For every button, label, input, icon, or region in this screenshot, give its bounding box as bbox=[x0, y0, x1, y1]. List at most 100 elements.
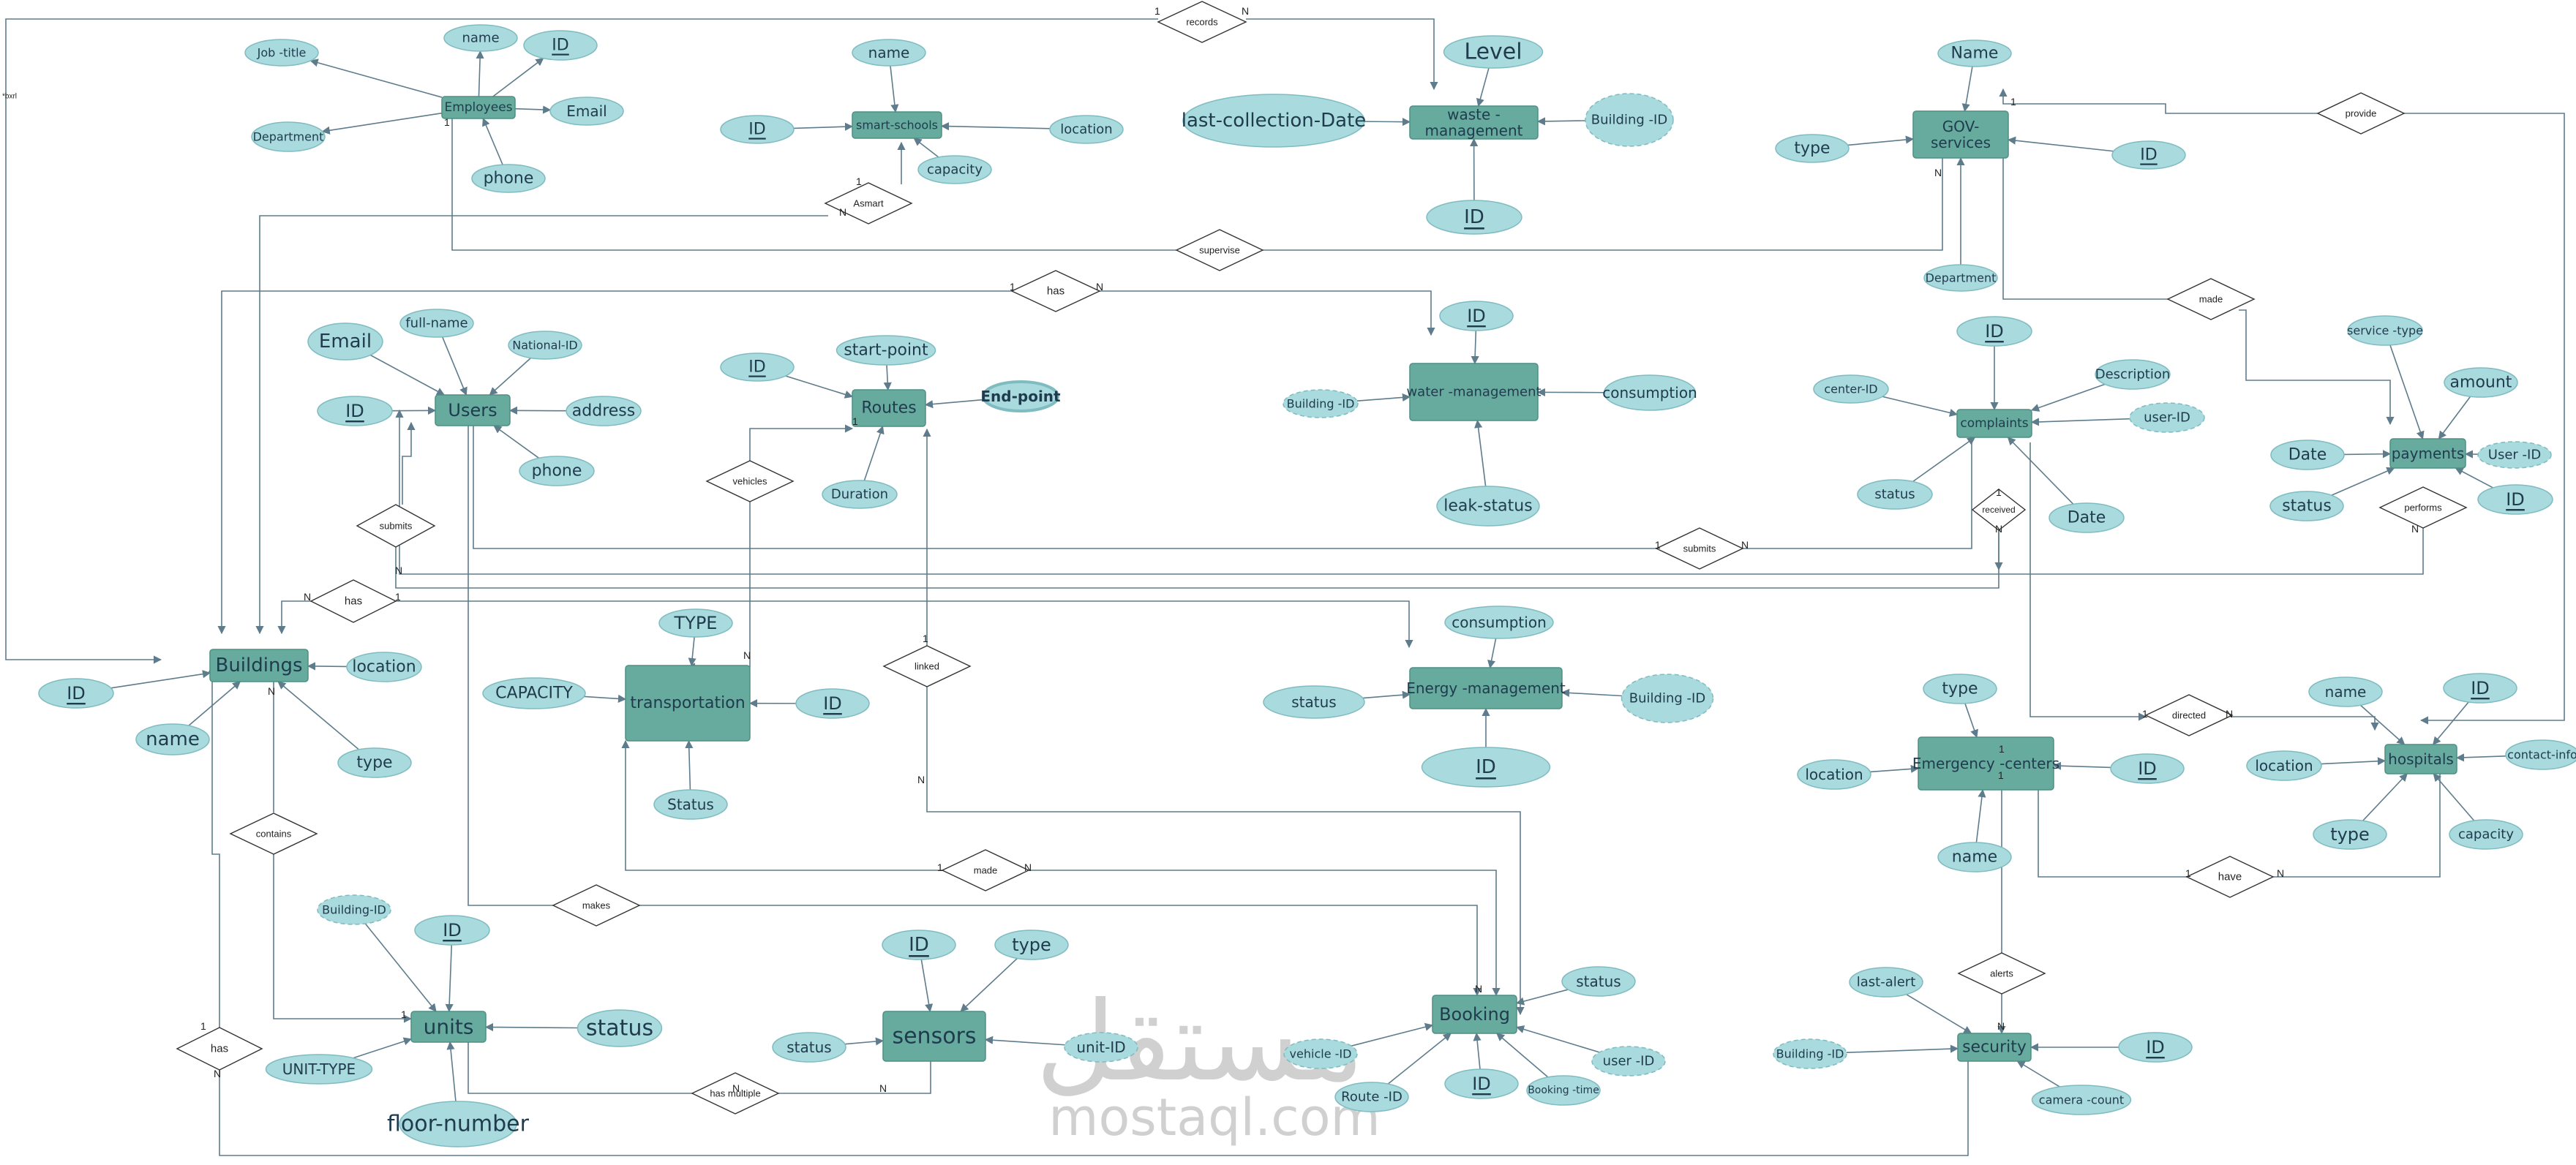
attribute-route-id[interactable]: Route -ID bbox=[1334, 1082, 1409, 1112]
attribute-id[interactable]: ID bbox=[795, 688, 870, 719]
entity-hospitals[interactable]: hospitals bbox=[2384, 744, 2457, 774]
entity-gov[interactable]: GOV-services bbox=[1912, 110, 2009, 159]
attribute-user-id[interactable]: User -ID bbox=[2477, 441, 2552, 469]
attribute-id[interactable]: ID bbox=[1956, 316, 2032, 347]
attribute-address[interactable]: address bbox=[566, 396, 642, 426]
attribute-contact-info[interactable]: contact-info bbox=[2505, 739, 2576, 770]
attribute-location[interactable]: location bbox=[2246, 750, 2322, 781]
relationship-made[interactable]: made bbox=[2166, 278, 2256, 320]
attribute-location[interactable]: location bbox=[1797, 759, 1871, 790]
attribute-id[interactable]: ID bbox=[720, 352, 795, 382]
attribute-email[interactable]: Email bbox=[307, 323, 383, 361]
attribute-status[interactable]: status bbox=[772, 1032, 846, 1063]
attribute-id[interactable]: ID bbox=[2111, 140, 2186, 170]
relationship-records[interactable]: records bbox=[1157, 1, 1247, 43]
attribute-type[interactable]: type bbox=[337, 747, 412, 778]
attribute-amount[interactable]: amount bbox=[2444, 367, 2518, 398]
attribute-booking-time[interactable]: Booking -time bbox=[1526, 1075, 1601, 1106]
relationship-made[interactable]: made bbox=[941, 849, 1030, 891]
attribute-capacity[interactable]: capacity bbox=[917, 155, 992, 184]
attribute-end-point[interactable]: End-point bbox=[980, 380, 1061, 412]
attribute-phone[interactable]: phone bbox=[519, 456, 595, 486]
attribute-capacity[interactable]: capacity bbox=[2449, 819, 2523, 850]
attribute-duration[interactable]: Duration bbox=[822, 480, 898, 509]
attribute-start-point[interactable]: start-point bbox=[835, 335, 936, 366]
relationship-submits[interactable]: submits bbox=[1655, 527, 1744, 570]
entity-energy[interactable]: Energy -management bbox=[1406, 667, 1566, 709]
attribute-date[interactable]: Date bbox=[2049, 502, 2125, 533]
entity-emergency[interactable]: Emergency -centers bbox=[1912, 736, 2059, 791]
entity-buildings[interactable]: Buildings bbox=[209, 649, 309, 682]
relationship-have[interactable]: have bbox=[2185, 856, 2275, 898]
attribute-building-id[interactable]: Building -ID bbox=[1283, 389, 1359, 418]
attribute-type[interactable]: type bbox=[1923, 674, 1997, 704]
entity-transport[interactable]: transportation bbox=[625, 665, 751, 742]
attribute-consumption[interactable]: consumption bbox=[1602, 374, 1697, 411]
relationship-has-multiple[interactable]: has multiple bbox=[691, 1072, 780, 1115]
attribute-department[interactable]: Department bbox=[1923, 264, 1998, 292]
attribute-name[interactable]: name bbox=[443, 24, 518, 52]
entity-employees[interactable]: Employees bbox=[441, 96, 516, 119]
attribute-user-id[interactable]: user -ID bbox=[1591, 1046, 1666, 1077]
attribute-id[interactable]: ID bbox=[1421, 747, 1551, 788]
attribute-capacity[interactable]: CAPACITY bbox=[482, 677, 586, 709]
attribute-location[interactable]: location bbox=[1049, 115, 1124, 144]
entity-booking[interactable]: Booking bbox=[1432, 995, 1517, 1034]
attribute-national-id[interactable]: National-ID bbox=[508, 331, 582, 360]
attribute-last-alert[interactable]: last-alert bbox=[1849, 967, 1923, 998]
attribute-floor-number[interactable]: floor-number bbox=[387, 1101, 530, 1147]
relationship-directed[interactable]: directed bbox=[2144, 694, 2234, 736]
attribute-location[interactable]: location bbox=[346, 652, 422, 682]
entity-waste[interactable]: waste -management bbox=[1409, 105, 1539, 140]
entity-payments[interactable]: payments bbox=[2389, 438, 2466, 469]
attribute-department[interactable]: Department bbox=[251, 121, 326, 152]
attribute-id[interactable]: ID bbox=[38, 678, 114, 709]
attribute-leak-status[interactable]: leak-status bbox=[1436, 486, 1540, 527]
attribute-user-id[interactable]: user-ID bbox=[2129, 402, 2205, 433]
attribute-service-type[interactable]: service -type bbox=[2347, 315, 2423, 346]
attribute-name[interactable]: name bbox=[135, 723, 210, 755]
attribute-id[interactable]: ID bbox=[882, 930, 956, 960]
entity-routes[interactable]: Routes bbox=[852, 389, 926, 427]
relationship-supervise[interactable]: supervise bbox=[1175, 229, 1264, 271]
attribute-last-collection-date[interactable]: last-collection-Date bbox=[1182, 94, 1367, 148]
attribute-description[interactable]: Description bbox=[2095, 359, 2171, 390]
attribute-unit-id[interactable]: unit-ID bbox=[1064, 1032, 1138, 1063]
relationship-provide[interactable]: provide bbox=[2316, 92, 2406, 135]
attribute-name[interactable]: Name bbox=[1937, 39, 2012, 67]
attribute-status[interactable]: status bbox=[577, 1009, 663, 1047]
attribute-name[interactable]: name bbox=[2308, 676, 2383, 707]
attribute-id[interactable]: ID bbox=[414, 915, 490, 946]
attribute-consumption[interactable]: consumption bbox=[1444, 606, 1554, 639]
attribute-full-name[interactable]: full-name bbox=[399, 309, 474, 338]
attribute-level[interactable]: Level bbox=[1443, 35, 1544, 69]
attribute-status[interactable]: status bbox=[2269, 491, 2344, 521]
relationship-linked[interactable]: linked bbox=[882, 645, 972, 687]
attribute-id[interactable]: ID bbox=[2118, 1032, 2193, 1063]
attribute-center-id[interactable]: center-ID bbox=[1813, 374, 1889, 404]
attribute-id[interactable]: ID bbox=[2443, 673, 2517, 704]
attribute-name[interactable]: name bbox=[1937, 842, 2012, 872]
relationship-makes[interactable]: makes bbox=[552, 884, 641, 927]
relationship-submits[interactable]: submits bbox=[356, 504, 436, 548]
relationship-Asmart[interactable]: Asmart bbox=[824, 182, 913, 225]
entity-security[interactable]: security bbox=[1957, 1033, 2032, 1062]
entity-users[interactable]: Users bbox=[435, 394, 511, 426]
attribute-id[interactable]: ID bbox=[1444, 1068, 1519, 1099]
relationship-has[interactable]: has bbox=[309, 579, 397, 623]
entity-units[interactable]: units bbox=[410, 1011, 487, 1043]
attribute-building-id[interactable]: Building -ID bbox=[1621, 674, 1714, 723]
attribute-status[interactable]: status bbox=[1857, 479, 1933, 510]
attribute-type[interactable]: type bbox=[994, 930, 1069, 960]
attribute-date[interactable]: Date bbox=[2270, 440, 2345, 470]
attribute-camera-count[interactable]: camera -count bbox=[2031, 1085, 2132, 1115]
entity-complaints[interactable]: complaints bbox=[1956, 409, 2032, 438]
attribute-email[interactable]: Email bbox=[549, 97, 624, 126]
attribute-id[interactable]: ID bbox=[317, 396, 393, 426]
relationship-performs[interactable]: performs bbox=[2378, 486, 2468, 529]
relationship-vehicles[interactable]: vehicles bbox=[705, 460, 795, 502]
attribute-id[interactable]: ID bbox=[1439, 301, 1514, 331]
attribute-id[interactable]: ID bbox=[1426, 200, 1522, 235]
attribute-building-id[interactable]: Building -ID bbox=[1773, 1038, 1847, 1069]
attribute-vehicle-id[interactable]: vehicle -ID bbox=[1283, 1038, 1358, 1069]
